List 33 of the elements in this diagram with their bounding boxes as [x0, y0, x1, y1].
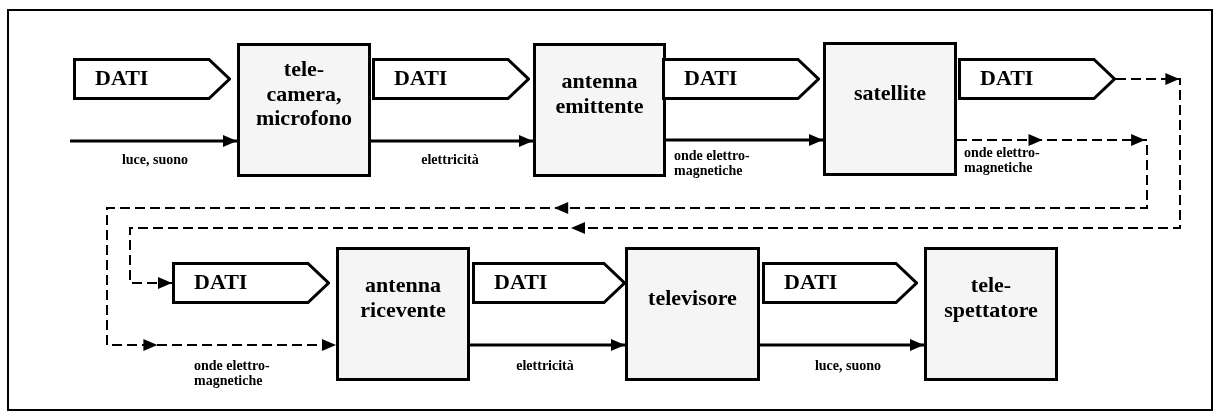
data-label: DATI [494, 269, 548, 295]
edge-label: onde elettro-magnetiche [964, 145, 1041, 176]
data-label: DATI [784, 269, 838, 295]
process-box [924, 247, 1058, 381]
box-label: tele-camera, microfono [254, 57, 354, 131]
edge-label: onde elettro-magnetiche [674, 148, 751, 179]
edge-label: luce, suono [121, 152, 189, 168]
data-arrow-shape [958, 58, 1116, 100]
data-arrow-shape [372, 58, 530, 100]
data-label: DATI [684, 65, 738, 91]
process-box [533, 43, 666, 177]
box-label: tele-spettatore [943, 273, 1039, 323]
edge-label: elettricità [421, 152, 479, 168]
data-label: DATI [95, 65, 149, 91]
data-arrow-shape [472, 262, 626, 304]
box-label: antenna emittente [554, 69, 645, 119]
box-label: antenna ricevente [359, 273, 447, 323]
data-arrow-shape [762, 262, 918, 304]
edge-label: elettricità [516, 358, 574, 374]
data-label: DATI [980, 65, 1034, 91]
process-box [625, 247, 760, 381]
data-label: DATI [194, 269, 248, 295]
process-box [823, 42, 957, 176]
box-label: satellite [852, 80, 928, 106]
edge-label: luce, suono [814, 358, 882, 374]
data-label: DATI [394, 65, 448, 91]
process-box [336, 247, 470, 381]
box-label: televisore [647, 285, 738, 311]
data-arrow-shape [73, 58, 231, 100]
process-box [237, 43, 371, 177]
data-arrow-shape [662, 58, 820, 100]
signal-label: onde elettro-magnetiche [194, 358, 271, 389]
data-arrow-shape [172, 262, 330, 304]
